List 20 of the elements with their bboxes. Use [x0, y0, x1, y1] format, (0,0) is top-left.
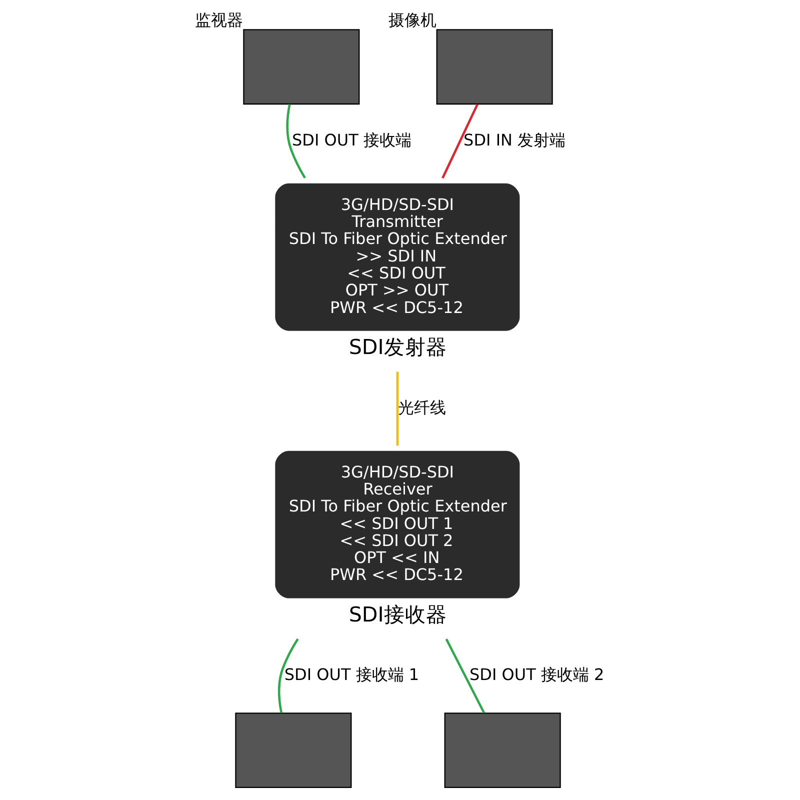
node-box: [235, 712, 352, 788]
edge-label: SDI OUT 接收端 1: [284, 665, 420, 684]
connector: [445, 638, 485, 714]
node-label: 摄像机: [388, 10, 436, 30]
edge-label: SDI OUT 接收端: [292, 130, 412, 150]
edge-label: 光纤线: [398, 398, 446, 417]
node-label: SDI发射器: [348, 335, 447, 360]
node-box: [243, 29, 360, 105]
connector: [278, 638, 299, 713]
node-box: 3G/HD/SD-SDI Transmitter SDI To Fiber Optic Extender >> SDI IN << SDI OUT OPT >> OUT PWR << DC5-12: [275, 183, 520, 331]
edge-label: SDI IN 发射端: [464, 130, 566, 150]
node-box: 3G/HD/SD-SDI Receiver SDI To Fiber Optic Extender << SDI OUT 1 << SDI OUT 2 OPT << IN PWR << DC5-12: [275, 450, 520, 598]
node-label: SDI接收器: [348, 602, 447, 627]
edge-label: SDI OUT 接收端 2: [470, 665, 604, 684]
node-box: [444, 712, 561, 788]
node-box: [436, 29, 553, 105]
node-label: 监视器: [195, 10, 244, 30]
connector: [396, 372, 399, 446]
connector: [442, 104, 478, 179]
connector: [286, 104, 306, 179]
